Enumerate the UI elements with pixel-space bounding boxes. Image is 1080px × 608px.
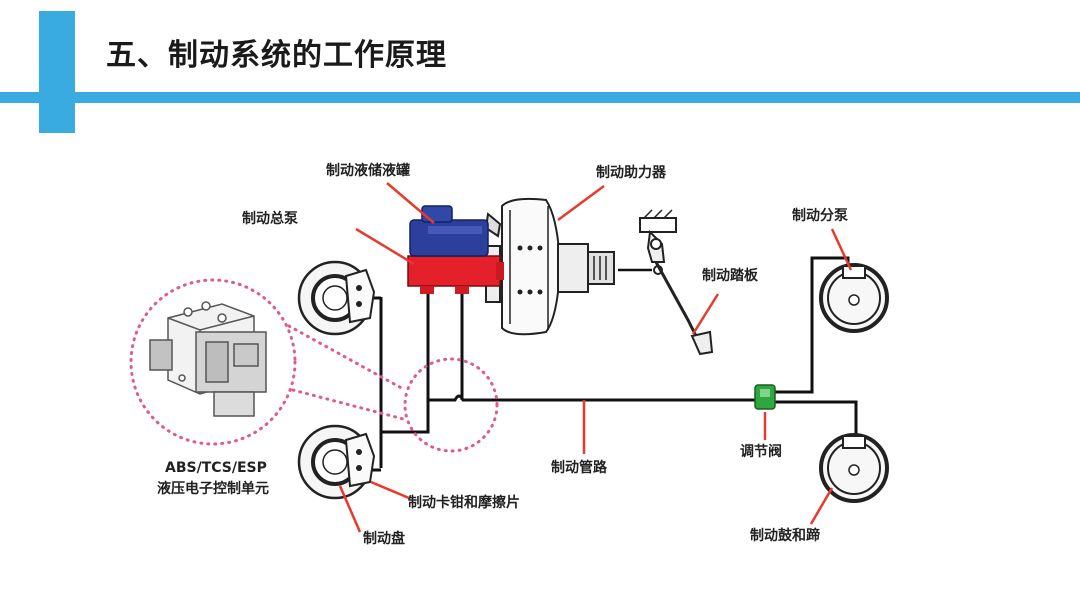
- pedal-icon: [639, 209, 714, 356]
- callout-pedal: [691, 293, 720, 335]
- label-booster: 制动助力器: [596, 164, 667, 181]
- label-disc: 制动盘: [363, 530, 405, 547]
- callout-wheel-cylinder: [830, 228, 853, 271]
- label-abs-line2: 液压电子控制单元: [157, 480, 269, 497]
- label-wheel-cylinder: 制动分泵: [792, 207, 848, 224]
- callout-reservoir: [386, 182, 435, 224]
- label-drum: 制动鼓和蹄: [750, 527, 820, 544]
- abs-connector-top: [287, 324, 407, 392]
- pedal-mount: [639, 217, 677, 233]
- callout-master-cylinder: [355, 227, 415, 266]
- label-reservoir: 制动液储液罐: [326, 162, 410, 179]
- valve-icon: [754, 384, 776, 410]
- slide-title: 五、制动系统的工作原理: [106, 38, 447, 73]
- disc-brake-bottom: [297, 424, 376, 500]
- abs-connector-bottom: [291, 388, 409, 422]
- label-abs-line1: ABS/TCS/ESP: [165, 460, 267, 476]
- callout-disc: [338, 485, 362, 533]
- label-brake-line: 制动管路: [551, 459, 608, 476]
- callout-drum: [809, 487, 834, 525]
- title-accent-horizontal: [0, 92, 1080, 103]
- abs-connection-circle: [403, 357, 499, 453]
- booster-icon: [484, 197, 615, 336]
- line-main-horizontal: [428, 394, 755, 402]
- abs-unit-icon: [149, 301, 267, 417]
- title-accent-vertical: [39, 11, 75, 133]
- disc-brake-top: [297, 260, 376, 336]
- line-valve-rear-lower: [775, 400, 858, 440]
- diagram-labels: 制动液储液罐 制动助力器 制动总泵 制动分泵 制动踏板 ABS/TCS/ESP …: [157, 162, 848, 547]
- label-master-cylinder: 制动总泵: [242, 210, 298, 227]
- line-mc-left: [381, 288, 430, 434]
- callout-booster: [557, 184, 605, 222]
- abs-callout: [129, 278, 499, 453]
- callout-lines: [338, 182, 853, 533]
- drum-brake-top: [819, 263, 889, 333]
- label-valve: 调节阀: [740, 443, 782, 460]
- drum-brake-bottom: [819, 433, 889, 503]
- abs-unit-circle: [129, 278, 297, 446]
- label-pedal: 制动踏板: [702, 267, 759, 284]
- brake-lines: [372, 256, 858, 472]
- callout-caliper: [370, 480, 410, 500]
- label-caliper: 制动卡钳和摩擦片: [408, 494, 520, 511]
- master-cylinder-icon: [407, 255, 504, 294]
